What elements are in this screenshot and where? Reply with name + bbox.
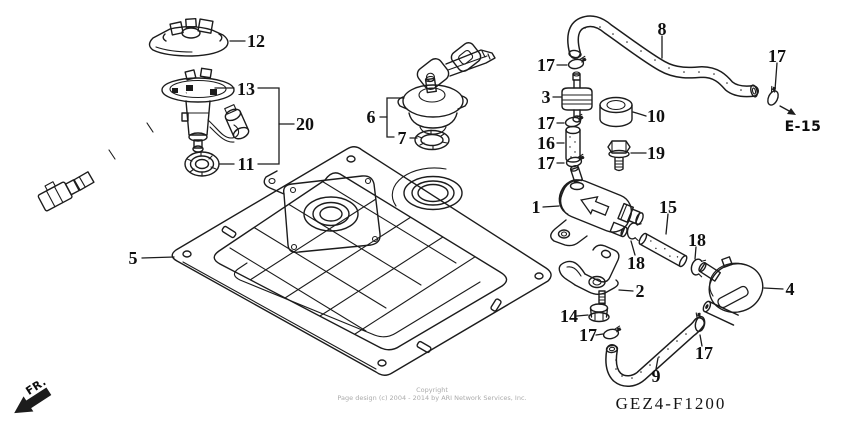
part-16-joint-tube bbox=[565, 125, 581, 163]
filler-cap-keys bbox=[416, 42, 496, 90]
part-label-5: 5 bbox=[129, 248, 138, 268]
part-label-3: 3 bbox=[542, 87, 551, 107]
part-12-fuel-fill-cap bbox=[148, 17, 229, 57]
leader-lines bbox=[141, 35, 784, 370]
part-11-grommet bbox=[184, 151, 220, 177]
part-label-9: 9 bbox=[652, 366, 661, 386]
diagram-code: GEZ4-F1200 bbox=[616, 394, 727, 413]
part-label-7: 7 bbox=[398, 128, 407, 148]
part-label-17: 17 bbox=[537, 55, 555, 75]
part-label-19: 19 bbox=[647, 143, 665, 163]
part-label-12: 12 bbox=[247, 31, 265, 51]
part-label-13: 13 bbox=[237, 79, 255, 99]
part-label-2: 2 bbox=[636, 281, 645, 301]
part-4-fuel-strainer bbox=[698, 256, 764, 326]
part-2-stay-bracket bbox=[558, 244, 620, 305]
part-10-mount-rubber bbox=[599, 96, 633, 128]
part-label-18: 18 bbox=[627, 253, 645, 273]
part-1-fuel-valve bbox=[550, 165, 644, 247]
part-label-17-5: 17 bbox=[579, 325, 597, 345]
reference-label-e15: E-15 bbox=[785, 119, 822, 135]
part-label-17-4: 17 bbox=[768, 46, 786, 66]
part-19-flange-bolt bbox=[607, 140, 631, 172]
part-15-fuel-tube bbox=[638, 232, 688, 268]
part-label-17-6: 17 bbox=[695, 343, 713, 363]
part-label-15: 15 bbox=[659, 197, 677, 217]
copyright-line1: Copyright bbox=[416, 386, 448, 394]
part-label-14: 14 bbox=[560, 306, 578, 326]
clamp-17-d bbox=[763, 85, 783, 108]
part-label-8: 8 bbox=[658, 19, 667, 39]
part-label-11: 11 bbox=[237, 154, 254, 174]
e15-arrow bbox=[779, 105, 796, 115]
part-7-lock-gasket bbox=[414, 129, 450, 151]
part-6-filler-cap-lock bbox=[397, 42, 496, 135]
part-3-fuel-filter bbox=[561, 71, 593, 123]
part-13-fuel-pump-unit bbox=[37, 67, 250, 212]
part-label-20: 20 bbox=[296, 114, 314, 134]
part-14-cap-nut bbox=[588, 303, 610, 323]
clamp-17-e bbox=[601, 325, 623, 341]
clip-18-a bbox=[625, 220, 643, 242]
fr-direction-arrow: FR. bbox=[14, 375, 52, 414]
copyright-line2: Page design (c) 2004 - 2014 by ARI Netwo… bbox=[337, 394, 526, 402]
part-label-17-2: 17 bbox=[537, 113, 555, 133]
part-label-4: 4 bbox=[786, 279, 795, 299]
part-label-17-3: 17 bbox=[537, 153, 555, 173]
part-label-10: 10 bbox=[647, 106, 665, 126]
part-8-fuel-hose bbox=[567, 15, 759, 98]
part-label-16: 16 bbox=[537, 133, 555, 153]
part-label-18-2: 18 bbox=[688, 230, 706, 250]
part-label-1: 1 bbox=[532, 197, 541, 217]
part-label-6: 6 bbox=[367, 107, 376, 127]
part-5-fuel-tank bbox=[171, 146, 552, 376]
